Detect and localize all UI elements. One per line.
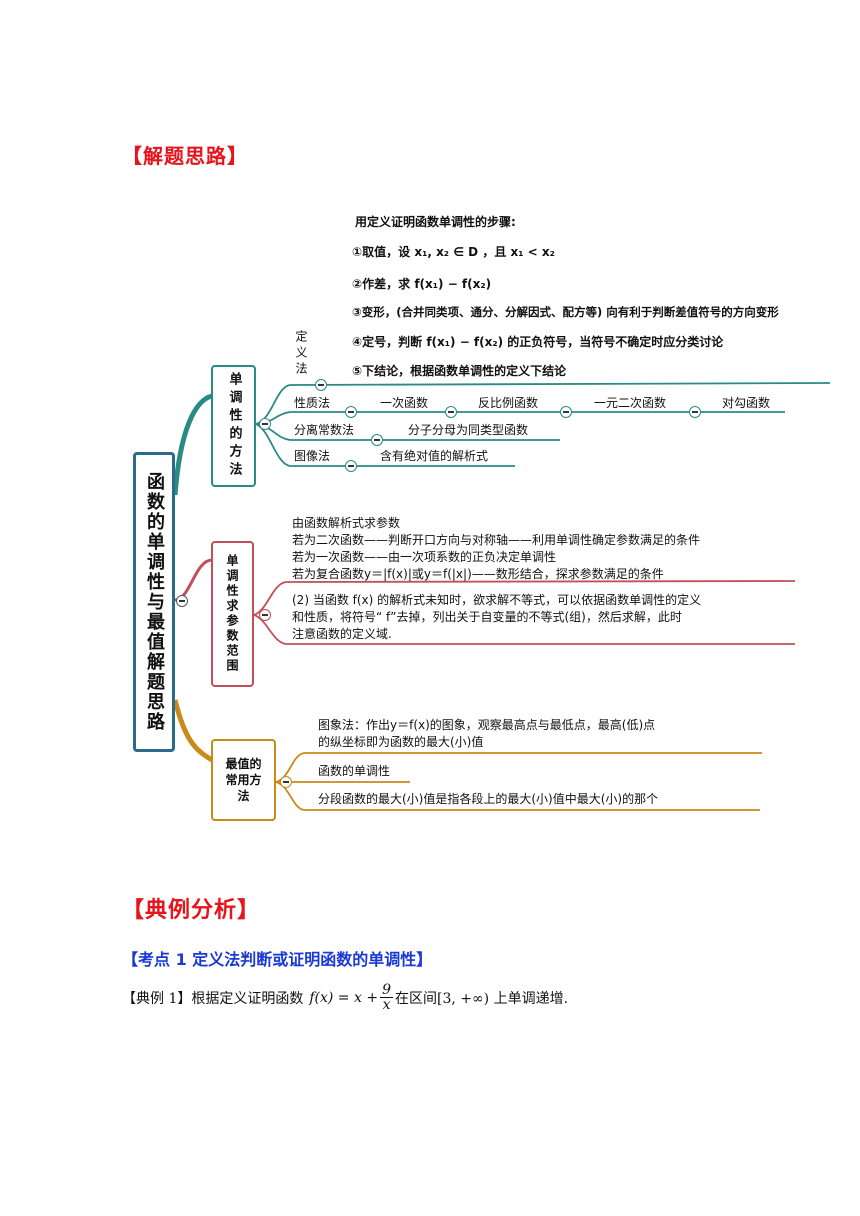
graph-item: 含有绝对值的解析式 <box>380 449 489 463</box>
property-method-label: 性质法 <box>294 396 331 410</box>
separation-item: 分子分母为同类型函数 <box>408 423 529 437</box>
branch-parameter-range: 单调性求参数范围 <box>211 541 254 687</box>
fraction: 9 x <box>380 982 393 1013</box>
definition-method-label: 定义法 <box>294 330 308 378</box>
quadratic-function: 一元二次函数 <box>594 396 667 410</box>
collapse-icon[interactable] <box>345 406 357 418</box>
extremum-monotonicity: 函数的单调性 <box>318 764 391 778</box>
extremum-piecewise: 分段函数的最大(小)值是指各段上的最大(小)值中最大(小)的那个 <box>318 792 659 806</box>
example-1: 【典例 1】根据定义证明函数 f(x) = x + 9 x 在区间[3, +∞)… <box>122 982 569 1013</box>
linear-function: 一次函数 <box>380 396 429 410</box>
definition-step-2: ②作差，求 f(x₁) − f(x₂) <box>352 277 492 291</box>
collapse-icon[interactable] <box>315 379 327 391</box>
root-node: 函数的单调性与最值解题思路 <box>133 452 175 752</box>
collapse-icon[interactable] <box>345 460 357 472</box>
separation-method-label: 分离常数法 <box>294 423 355 437</box>
solution-heading: 【解题思路】 <box>122 144 248 168</box>
collapse-icon[interactable] <box>176 595 188 607</box>
collapse-icon[interactable] <box>280 776 292 788</box>
param-unknown-expression: (2) 当函数 f(x) 的解析式未知时，欲求解不等式，可以依据函数单调性的定义… <box>292 593 702 641</box>
graph-method-label: 图像法 <box>294 449 331 463</box>
collapse-icon[interactable] <box>259 418 271 430</box>
branch-monotonic-methods: 单调性的方法 <box>211 365 256 487</box>
inverse-proportional-function: 反比例函数 <box>478 396 539 410</box>
definition-steps-title: 用定义证明函数单调性的步骤: <box>355 215 516 229</box>
extremum-graph-method: 图象法：作出y＝f(x)的图象，观察最高点与最低点，最高(低)点 的纵坐标即为函… <box>318 718 656 749</box>
param-from-expression: 由函数解析式求参数 若为二次函数——判断开口方向与对称轴——利用单调性确定参数满… <box>292 516 701 581</box>
topic1-heading: 【考点 1 定义法判断或证明函数的单调性】 <box>122 950 433 969</box>
collapse-icon[interactable] <box>371 434 383 446</box>
collapse-icon[interactable] <box>689 406 701 418</box>
definition-step-3: ③变形，(合并同类项、通分、分解因式、配方等) 向有利于判断差值符号的方向变形 <box>352 305 779 319</box>
definition-step-5: ⑤下结论，根据函数单调性的定义下结论 <box>352 364 567 378</box>
branch-extremum-methods: 最值的常用方法 <box>211 739 276 821</box>
hook-function: 对勾函数 <box>722 396 771 410</box>
examples-heading: 【典例分析】 <box>122 898 261 923</box>
definition-step-4: ④定号，判断 f(x₁) − f(x₂) 的正负符号，当符号不确定时应分类讨论 <box>352 335 724 349</box>
definition-step-1: ①取值，设 x₁, x₂ ∈ D ，且 x₁ < x₂ <box>352 245 555 259</box>
collapse-icon[interactable] <box>560 406 572 418</box>
collapse-icon[interactable] <box>445 406 457 418</box>
collapse-icon[interactable] <box>259 609 271 621</box>
